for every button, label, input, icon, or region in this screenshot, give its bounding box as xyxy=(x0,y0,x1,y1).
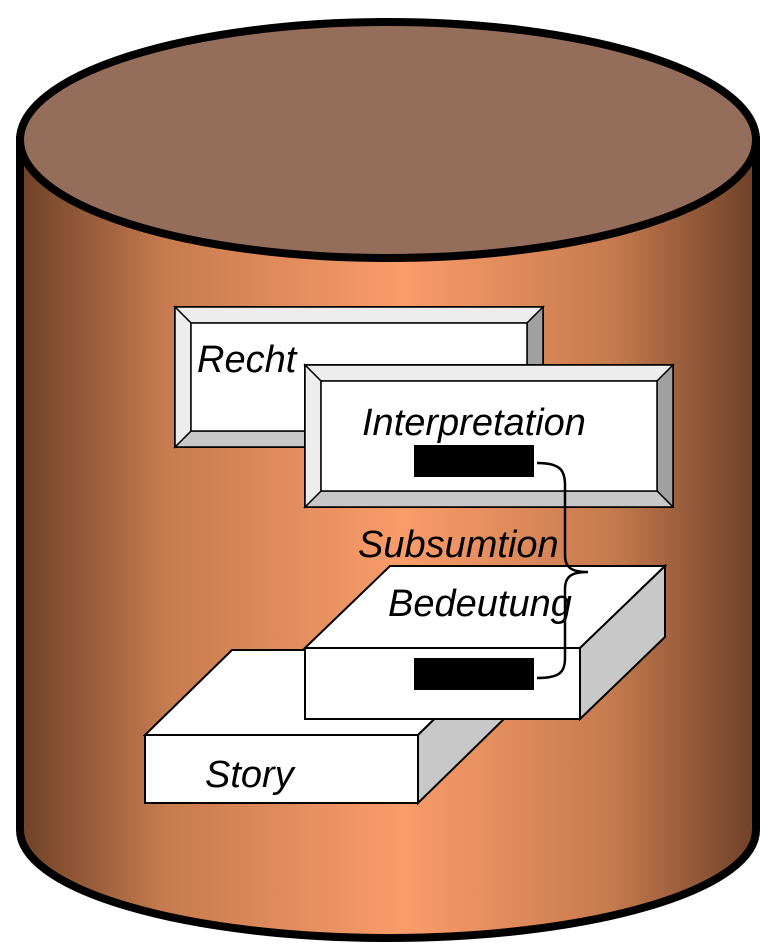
interpretation-slot xyxy=(414,445,534,477)
interpretation-box: Interpretation xyxy=(303,363,675,509)
subsumtion-label: Subsumtion xyxy=(358,524,559,566)
recht-label: Recht xyxy=(197,339,298,381)
story-label: Story xyxy=(205,754,296,796)
bedeutung-box: Bedeutung xyxy=(302,563,668,722)
subsumtion-bracket xyxy=(536,461,589,680)
cylinder-top xyxy=(16,18,760,262)
interpretation-label: Interpretation xyxy=(362,402,586,444)
bedeutung-label: Bedeutung xyxy=(388,583,572,625)
bedeutung-slot xyxy=(414,658,534,690)
